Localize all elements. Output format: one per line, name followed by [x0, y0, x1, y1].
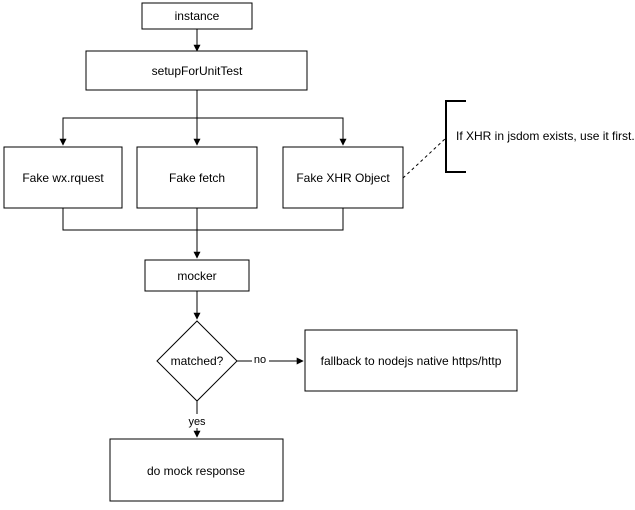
node-do-mock-response: do mock response — [109, 438, 284, 502]
edge-setup-to-fake-wx — [59, 90, 198, 146]
edge-labels: no yes — [185, 352, 269, 428]
node-fallback-label: fallback to nodejs native https/http — [321, 354, 502, 368]
edge-label-no: no — [254, 354, 266, 366]
node-matched-label: matched? — [171, 354, 224, 368]
edge-label-yes: yes — [188, 416, 206, 428]
node-instance: instance — [141, 2, 253, 30]
node-fake-wx-label: Fake wx.rquest — [22, 171, 104, 185]
node-fallback: fallback to nodejs native https/http — [304, 329, 518, 392]
annotation-text: If XHR in jsdom exists, use it first. — [456, 129, 635, 143]
node-setup-label: setupForUnitTest — [152, 64, 243, 78]
node-mocker: mocker — [144, 259, 250, 292]
node-fake-xhr-label: Fake XHR Object — [296, 171, 390, 185]
yes-label-background — [185, 414, 210, 428]
edge-fakes-merge — [62, 208, 344, 231]
node-matched-decision: matched? — [156, 320, 238, 402]
node-setup-for-unit-test: setupForUnitTest — [85, 50, 308, 91]
no-label-background — [252, 352, 269, 366]
edge-setup-to-fake-xhr — [197, 117, 347, 146]
node-fake-fetch: Fake fetch — [136, 146, 258, 209]
annotation: If XHR in jsdom exists, use it first. — [402, 100, 635, 179]
node-instance-label: instance — [175, 9, 220, 23]
node-fake-fetch-label: Fake fetch — [169, 171, 225, 185]
annotation-connector — [402, 137, 447, 179]
node-mocker-label: mocker — [177, 269, 216, 283]
node-fake-xhr-object: Fake XHR Object — [282, 146, 404, 209]
annotation-bracket — [445, 100, 466, 173]
edges — [59, 29, 347, 438]
node-fake-wx-request: Fake wx.rquest — [3, 146, 123, 209]
node-mock-response-label: do mock response — [147, 464, 245, 478]
